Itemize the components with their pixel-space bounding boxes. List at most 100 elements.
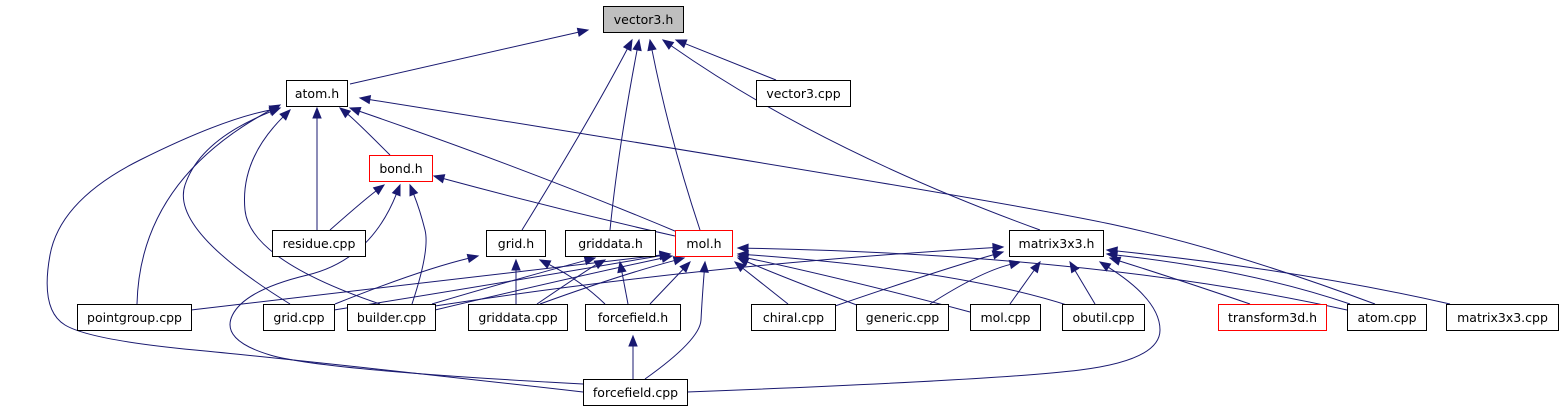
arrowhead-icon [736,243,749,253]
edge-obutil_cpp-to-matrix3x3_h [1069,260,1096,305]
edge-pointgroup_cpp-to-atom_h [136,104,282,305]
edge-line [686,266,1161,393]
arrowhead-icon [576,27,590,37]
arrowhead-icon [679,261,691,273]
arrowhead-icon [511,258,521,271]
nodes-layer: vector3.h atom.h vector3.cpp bond.h residue.… [77,6,1559,406]
arrowhead-icon [660,253,674,263]
node-atom-h[interactable]: atom.h [286,80,348,107]
node-box [263,304,335,331]
node-box [565,230,656,257]
node-label: mol.h [686,236,721,251]
node-box [751,304,836,331]
edge-line [329,190,377,231]
arrowhead-icon [647,38,657,52]
edge-line [46,109,584,393]
edge-forcefield_h-to-mol_h [649,261,691,305]
edge-matrix3x3_cpp-to-matrix3x3_h [1105,246,1451,305]
edge-griddata_cpp-to-grid_h [511,258,521,304]
arrowhead-icon [268,105,282,115]
edge-line [742,267,789,305]
edge-atom_cpp-to-atom_h [358,94,1376,305]
edge-vector3_cpp-to-vector3_h [674,39,777,81]
node-box [77,304,192,331]
node-griddata-cpp[interactable]: griddata.cpp [468,304,568,331]
arrowhead-icon [391,183,401,197]
node-box [585,304,681,331]
arrowhead-icon [466,253,480,264]
node-bond-h[interactable]: bond.h [369,155,433,182]
edge-line [644,271,705,380]
arrowhead-icon [1105,246,1118,256]
arrowhead-icon [1098,261,1112,272]
edge-builder_cpp-to-bond_h [409,183,427,305]
node-label: generic.cpp [866,310,940,325]
node-builder-cpp[interactable]: builder.cpp [347,304,436,331]
edge-builder_cpp-to-atom_h [243,109,381,305]
edge-pointgroup_cpp-to-mol_h [190,250,672,311]
node-mol-cpp[interactable]: mol.cpp [970,304,1041,331]
arrowhead-icon [736,249,749,260]
node-label: bond.h [379,161,422,176]
arrowhead-icon [432,174,446,184]
node-label: griddata.h [578,236,643,251]
node-label: grid.h [498,236,534,251]
edge-builder_cpp-to-mol_h [434,253,674,311]
arrowhead-icon [674,39,688,49]
edge-chiral_cpp-to-mol_h [733,261,789,305]
node-label: residue.cpp [283,236,356,251]
edge-line [747,254,1071,307]
edge-line [929,263,1011,305]
edge-matrix3x3_h-to-vector3_h [661,39,1041,231]
edge-forcefield_cpp-to-mol_h [644,260,709,380]
node-forcefield-h[interactable]: forcefield.h [585,304,681,331]
edge-line [229,194,584,385]
node-label: pointgroup.cpp [87,310,182,325]
arrowhead-icon [991,250,1005,260]
node-transform3d-h[interactable]: transform3d.h [1218,304,1327,331]
node-label: chiral.cpp [763,310,824,325]
node-box [583,379,688,406]
edge-forcefield_cpp-to-matrix3x3_h [686,261,1161,393]
node-matrix3x3-cpp[interactable]: matrix3x3.cpp [1446,304,1559,331]
edge-residue_cpp-to-bond_h [329,184,386,231]
node-matrix3x3-h[interactable]: matrix3x3.h [1009,230,1104,257]
edge-line [349,31,579,85]
node-obutil-cpp[interactable]: obutil.cpp [1062,304,1145,331]
node-forcefield-cpp[interactable]: forcefield.cpp [583,379,688,406]
node-generic-cpp[interactable]: generic.cpp [856,304,949,331]
node-box [286,80,348,107]
edge-line [136,109,272,305]
edge-line [834,254,994,307]
node-grid-cpp[interactable]: grid.cpp [263,304,335,331]
arrowhead-icon [538,259,552,269]
edge-line [1119,260,1251,305]
edge-line [670,45,1041,231]
node-pointgroup-cpp[interactable]: pointgroup.cpp [77,304,192,331]
edge-line [1116,254,1351,305]
edge-line [1116,250,1451,305]
node-box [486,230,546,257]
node-label: matrix3x3.cpp [1457,310,1548,325]
node-vector3-cpp[interactable]: vector3.cpp [756,80,851,107]
edge-forcefield_cpp-to-atom_h [46,105,584,393]
node-grid-h[interactable]: grid.h [486,230,546,257]
node-griddata-h[interactable]: griddata.h [565,230,656,257]
edge-line [651,49,701,231]
node-atom-cpp[interactable]: atom.cpp [1347,304,1427,331]
node-label: builder.cpp [357,310,426,325]
arrowhead-icon [348,106,362,116]
edge-obutil_cpp-to-mol_h [736,249,1071,307]
node-vector3-h[interactable]: vector3.h [603,6,684,33]
edge-residue_cpp-to-atom_h [312,106,322,230]
node-mol-h[interactable]: mol.h [675,230,733,257]
edge-forcefield_cpp-to-bond_h [229,183,584,385]
edge-line [190,254,661,311]
arrowhead-icon [583,256,597,266]
node-residue-cpp[interactable]: residue.cpp [272,230,366,257]
node-chiral-cpp[interactable]: chiral.cpp [751,304,836,331]
node-box [1218,304,1327,331]
edge-mol_h-to-bond_h [432,174,676,237]
node-box [1009,230,1104,257]
node-box [347,304,436,331]
